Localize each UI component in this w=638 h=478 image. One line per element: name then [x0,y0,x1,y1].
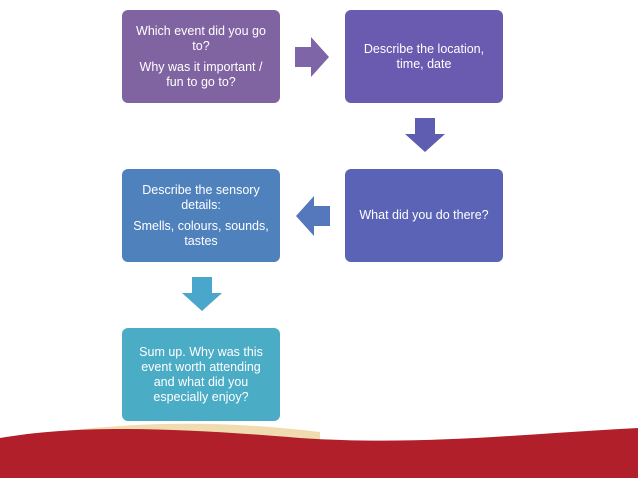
step-activity-box: What did you do there? [345,169,503,262]
right-arrow-icon [295,37,329,77]
footer-wave-decoration [0,423,638,478]
down-arrow-icon [182,277,222,311]
footer-red-wave [0,428,638,478]
step-location-text: Describe the location, time, date [363,41,485,71]
step-sensory-heading: Describe the sensory details: [142,182,260,212]
step-sensory-box: Describe the sensory details: Smells, co… [122,169,280,262]
step-summary-box: Sum up. Why was this event worth attendi… [122,328,280,421]
step-event-box: Which event did you go to? Why was it im… [122,10,280,103]
down-arrow-icon [405,118,445,152]
step-event-question: Which event did you go to? [136,23,266,53]
step-location-box: Describe the location, time, date [345,10,503,103]
step-summary-text: Sum up. Why was this event worth attendi… [139,344,263,404]
step-activity-text: What did you do there? [359,208,489,222]
step-event-reason: Why was it important / fun to go to? [139,59,263,89]
left-arrow-icon [296,196,330,236]
step-sensory-examples: Smells, colours, sounds, tastes [133,218,269,248]
